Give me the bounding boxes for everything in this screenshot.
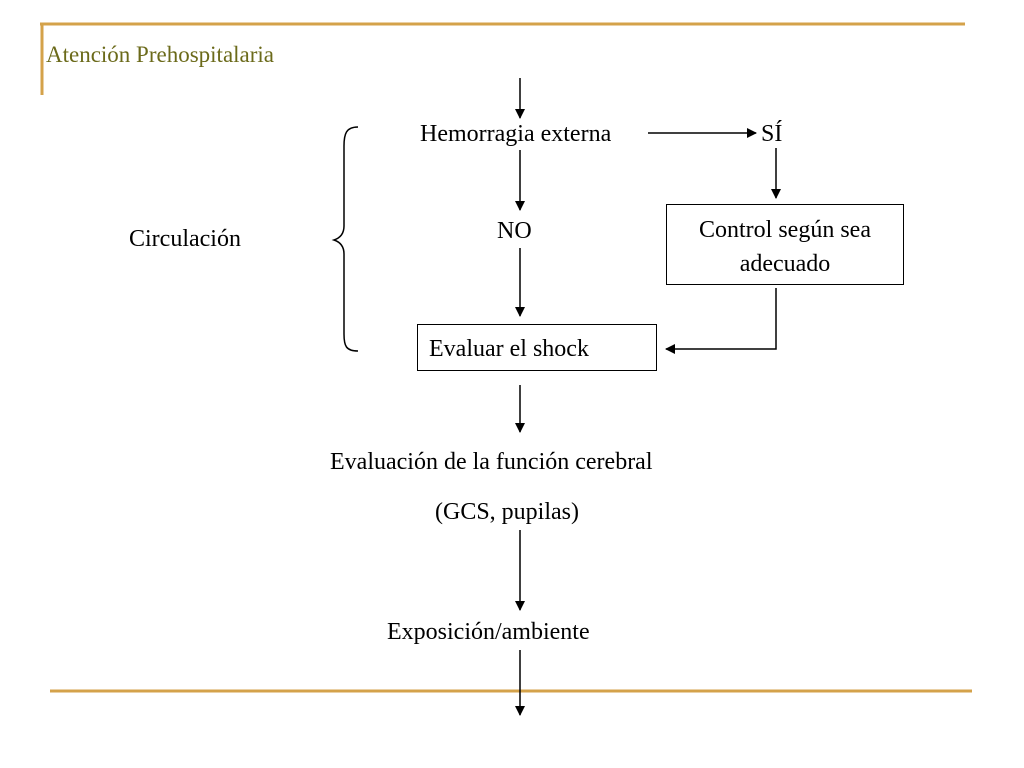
- node-cerebral-line1: Evaluación de la función cerebral: [330, 449, 653, 475]
- node-yes: SÍ: [761, 121, 783, 147]
- node-control-box: Control según sea adecuado: [666, 204, 904, 285]
- node-shock-label: Evaluar el shock: [429, 336, 589, 362]
- arrow-control-to-shock: [665, 288, 777, 354]
- node-cerebral-line2: (GCS, pupilas): [435, 499, 579, 525]
- circulation-brace: [331, 126, 359, 352]
- node-exposure: Exposición/ambiente: [387, 619, 590, 645]
- node-shock-box: Evaluar el shock: [417, 324, 657, 371]
- page-title: Atención Prehospitalaria: [46, 42, 275, 67]
- node-no: NO: [497, 218, 532, 244]
- circulation-label: Circulación: [129, 226, 241, 252]
- node-control-line2: adecuado: [739, 251, 831, 277]
- node-hemorrhage: Hemorragia externa: [420, 121, 612, 147]
- node-control-line1: Control según sea: [699, 217, 871, 243]
